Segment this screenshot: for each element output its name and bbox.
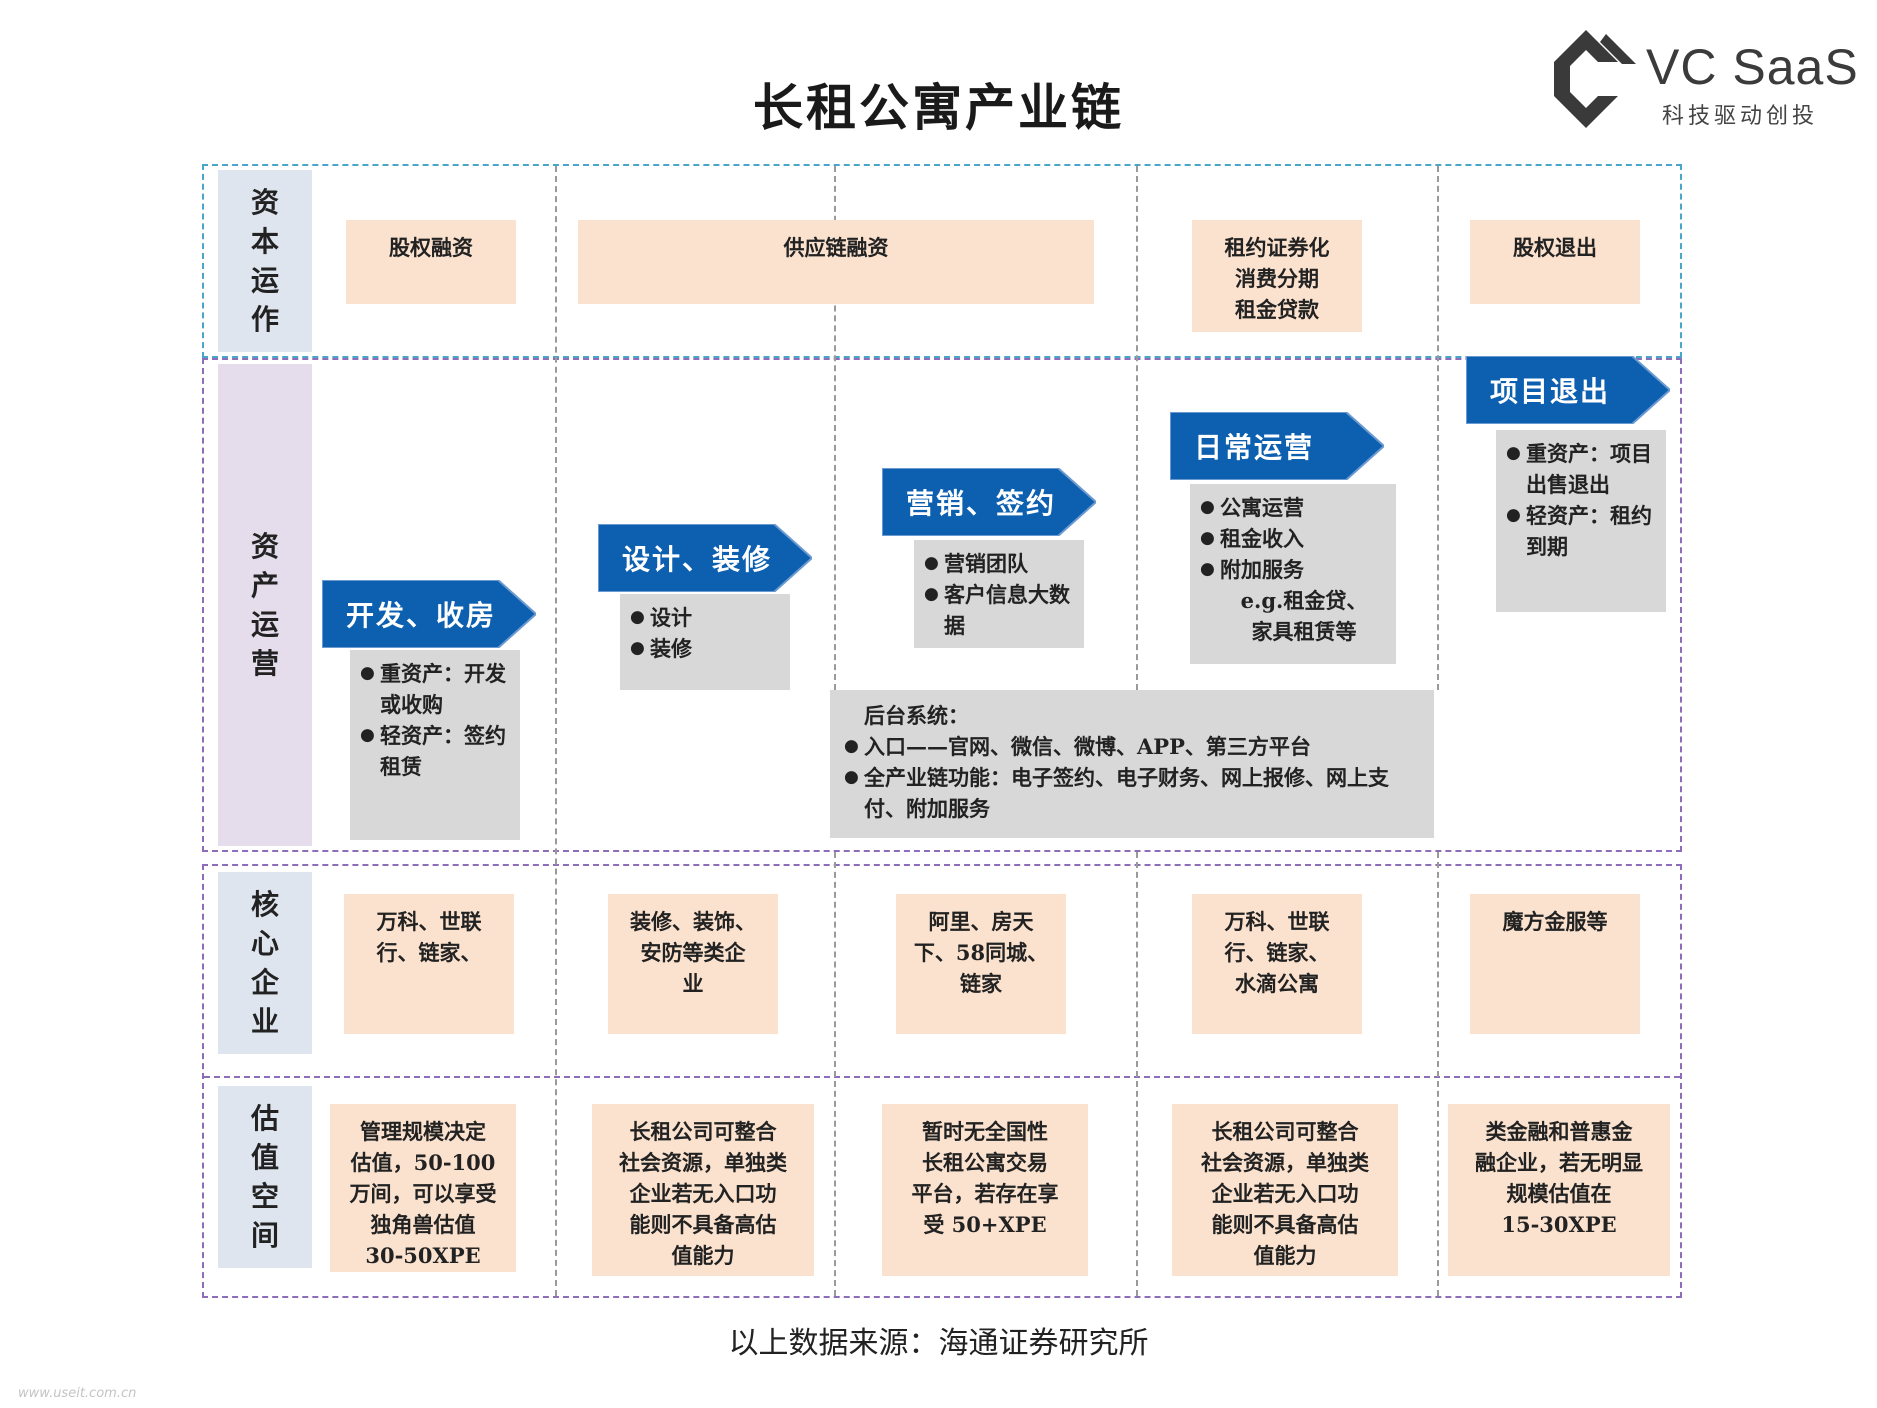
core-company-box: 万科、世联 行、链家、 水滴公寓 xyxy=(1192,894,1362,1034)
list-item: 全产业链功能：电子签约、电子财务、网上报修、网上支付、附加服务 xyxy=(844,762,1420,824)
row-divider xyxy=(204,1076,1680,1078)
list-item: 重资产：开发或收购 xyxy=(360,658,512,720)
capital-box-securitization: 租约证券化 消费分期 租金贷款 xyxy=(1192,220,1362,332)
row-label-capital: 资本运作 xyxy=(218,170,312,352)
valuation-box: 长租公司可整合 社会资源，单独类 企业若无入口功 能则不具备高估 值能力 xyxy=(1172,1104,1398,1276)
asset-section-frame xyxy=(202,358,1682,852)
logo-tagline: 科技驱动创投 xyxy=(1662,104,1819,129)
core-company-box: 万科、世联 行、链家、 xyxy=(344,894,514,1034)
backend-heading: 后台系统： xyxy=(864,703,969,728)
stage-details-exit: 重资产：项目出售退出 轻资产：租约到期 xyxy=(1496,430,1666,612)
backend-system-box: 后台系统： 入口——官网、微信、微博、APP、第三方平台 全产业链功能：电子签约… xyxy=(830,690,1434,838)
valuation-box: 类金融和普惠金 融企业，若无明显 规模估值在 15-30XPE xyxy=(1448,1104,1670,1276)
list-item: 附加服务 xyxy=(1200,554,1388,585)
column-divider xyxy=(834,852,836,1296)
stage-details-marketing: 营销团队 客户信息大数据 xyxy=(914,540,1084,648)
list-item-note: e.g.租金贷、 家具租赁等 xyxy=(1240,588,1368,644)
capital-box-supply-chain-financing: 供应链融资 xyxy=(578,220,1094,304)
column-divider xyxy=(1437,852,1439,1296)
row-label-valuation: 估值空间 xyxy=(218,1086,312,1268)
stage-arrow-exit: 项目退出 xyxy=(1466,356,1670,424)
core-company-box: 装修、装饰、 安防等类企 业 xyxy=(608,894,778,1034)
logo-mark-icon xyxy=(1554,30,1636,128)
stage-details-development: 重资产：开发或收购 轻资产：签约租赁 xyxy=(350,650,520,840)
stage-arrow-marketing: 营销、签约 xyxy=(882,468,1096,536)
list-item: 重资产：项目出售退出 xyxy=(1506,438,1658,500)
row-label-core: 核心企业 xyxy=(218,872,312,1054)
list-item: 轻资产：租约到期 xyxy=(1506,500,1658,562)
stage-arrow-design: 设计、装修 xyxy=(598,524,812,592)
logo-brand: VC SaaS xyxy=(1646,39,1859,95)
valuation-box: 暂时无全国性 长租公寓交易 平台，若存在享 受 50+XPE xyxy=(882,1104,1088,1276)
capital-section-frame xyxy=(202,164,1682,358)
watermark: www.useit.com.cn xyxy=(18,1386,137,1401)
list-item: 公寓运营 xyxy=(1200,492,1388,523)
list-item: 入口——官网、微信、微博、APP、第三方平台 xyxy=(844,731,1420,762)
stage-details-design: 设计 装修 xyxy=(620,594,790,690)
core-company-box: 魔方金服等 xyxy=(1470,894,1640,1034)
column-divider xyxy=(555,166,557,1296)
stage-arrow-operations: 日常运营 xyxy=(1170,412,1384,480)
column-divider xyxy=(1136,166,1138,690)
list-item: 设计 xyxy=(630,602,782,633)
list-item: 轻资产：签约租赁 xyxy=(360,720,512,782)
column-divider xyxy=(1136,852,1138,1296)
column-divider xyxy=(1437,166,1439,690)
core-company-box: 阿里、房天 下、58同城、 链家 xyxy=(896,894,1066,1034)
capital-box-equity-financing: 股权融资 xyxy=(346,220,516,304)
stage-arrow-development: 开发、收房 xyxy=(322,580,536,648)
list-item: 营销团队 xyxy=(924,548,1076,579)
data-source-note: 以上数据来源：海通证券研究所 xyxy=(728,1326,1149,1361)
valuation-box: 长租公司可整合 社会资源，单独类 企业若无入口功 能则不具备高估 值能力 xyxy=(592,1104,814,1276)
lower-section-frame xyxy=(202,864,1682,1298)
capital-box-equity-exit: 股权退出 xyxy=(1470,220,1640,304)
list-item: 客户信息大数据 xyxy=(924,579,1076,641)
page-title: 长租公寓产业链 xyxy=(753,78,1124,137)
list-item: 租金收入 xyxy=(1200,523,1388,554)
stage-details-operations: 公寓运营 租金收入 附加服务 e.g.租金贷、 家具租赁等 xyxy=(1190,484,1396,664)
row-label-asset: 资产运营 xyxy=(218,364,312,846)
list-item: 装修 xyxy=(630,633,782,664)
valuation-box: 管理规模决定 估值，50-100 万间，可以享受 独角兽估值 30-50XPE xyxy=(330,1104,516,1272)
column-divider xyxy=(834,166,836,690)
